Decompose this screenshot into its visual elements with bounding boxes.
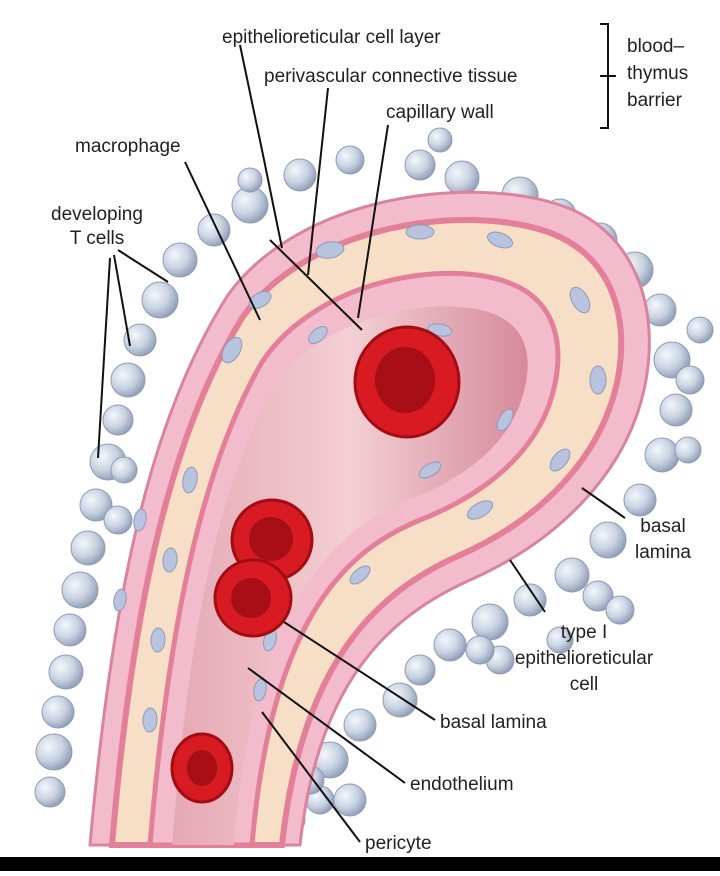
t-cell [659, 393, 693, 427]
leader-epithelioreticular [239, 44, 283, 249]
t-cell [35, 733, 73, 771]
t-cell [102, 404, 134, 436]
label-barrier-1: blood– [627, 36, 685, 57]
t-cell [110, 362, 146, 398]
red-blood-cell [353, 325, 461, 439]
cell-nucleus [113, 588, 127, 612]
leader-layer-span [269, 239, 363, 331]
leader-type1 [509, 559, 546, 613]
cell-nucleus [221, 336, 243, 364]
cell-nucleus [182, 466, 198, 494]
leader-tcells-3 [97, 257, 111, 459]
leader-perivascular [307, 87, 329, 276]
t-cell [582, 580, 614, 612]
label-type1-2: epithelioreticular [514, 648, 654, 669]
t-cell [605, 595, 635, 625]
cell-nucleus [589, 365, 607, 395]
leader-endothelium [247, 667, 406, 784]
t-cell [686, 316, 714, 344]
cell-nucleus [466, 500, 494, 520]
cell-nuclei [113, 224, 607, 733]
cell-nucleus [405, 224, 435, 240]
label-epithelioreticular-layer: epithelioreticular cell layer [222, 27, 441, 48]
t-cell [237, 167, 263, 193]
label-basal-right-1: basal [640, 516, 686, 537]
label-developing-2: T cells [69, 228, 125, 249]
t-cell [110, 456, 138, 484]
t-cell [427, 127, 453, 153]
leader-capillary-wall [357, 124, 389, 319]
t-cell [141, 281, 179, 319]
label-basal-lamina-bottom: basal lamina [440, 712, 547, 733]
t-cell [644, 437, 680, 473]
cell-nucleus [418, 461, 442, 479]
t-cell [162, 242, 198, 278]
red-blood-cell [170, 732, 234, 804]
label-barrier-2: thymus [627, 63, 689, 84]
leader-basal-bottom [283, 621, 436, 721]
t-cell [197, 213, 231, 247]
red-blood-cell [213, 558, 293, 638]
t-cell [61, 571, 99, 609]
t-cell [382, 682, 418, 718]
capillary-lumen [172, 306, 528, 845]
bottom-black-bar [0, 857, 720, 871]
t-cell [674, 436, 702, 464]
cell-nucleus [569, 286, 591, 314]
t-cell [34, 776, 66, 808]
t-cell [70, 530, 106, 566]
leader-macrophage [184, 161, 261, 321]
label-developing-1: developing [51, 204, 143, 225]
t-cell [589, 521, 627, 559]
label-basal-right-2: lamina [635, 542, 691, 563]
t-cell [333, 783, 367, 817]
t-cell [404, 149, 436, 181]
t-cell [404, 654, 436, 686]
t-cell [79, 488, 113, 522]
t-cell [48, 654, 84, 690]
cell-nucleus [308, 326, 328, 344]
label-macrophage: macrophage [75, 136, 181, 157]
t-cell [513, 583, 547, 617]
cell-nucleus [549, 448, 571, 472]
label-barrier-3: barrier [627, 90, 682, 111]
t-cell [465, 635, 495, 665]
t-cell [623, 483, 657, 517]
label-pericyte: pericyte [365, 833, 432, 854]
t-cell [283, 158, 317, 192]
cell-nucleus [162, 547, 178, 573]
label-type1-3: cell [569, 674, 599, 695]
cell-nucleus [496, 408, 514, 432]
t-cell [546, 626, 574, 654]
cell-nucleus [315, 241, 345, 259]
t-cell [433, 628, 467, 662]
t-cell [444, 160, 480, 196]
t-cell [554, 557, 590, 593]
label-type1-1: type I [560, 622, 608, 643]
t-cell [675, 365, 705, 395]
leader-tcells-2 [113, 254, 131, 347]
t-cell [41, 695, 75, 729]
red-blood-cells [170, 325, 461, 804]
cell-nucleus [133, 508, 147, 532]
t-cell [53, 613, 87, 647]
label-capillary-wall: capillary wall [386, 102, 494, 123]
t-cell [343, 708, 377, 742]
t-cell [335, 145, 365, 175]
leader-basal-right [581, 487, 626, 519]
label-perivascular-tissue: perivascular connective tissue [264, 66, 518, 87]
leader-lines [97, 23, 626, 843]
cell-nucleus [349, 565, 371, 585]
label-endothelium: endothelium [410, 774, 514, 795]
t-cell [103, 505, 133, 535]
cell-nucleus [142, 707, 158, 733]
leader-tcells-1 [117, 249, 169, 283]
cell-nucleus [487, 231, 513, 249]
leader-pericyte [261, 711, 361, 843]
cell-nucleus [150, 627, 166, 653]
cell-nucleus [248, 290, 272, 310]
t-cell [123, 323, 157, 357]
